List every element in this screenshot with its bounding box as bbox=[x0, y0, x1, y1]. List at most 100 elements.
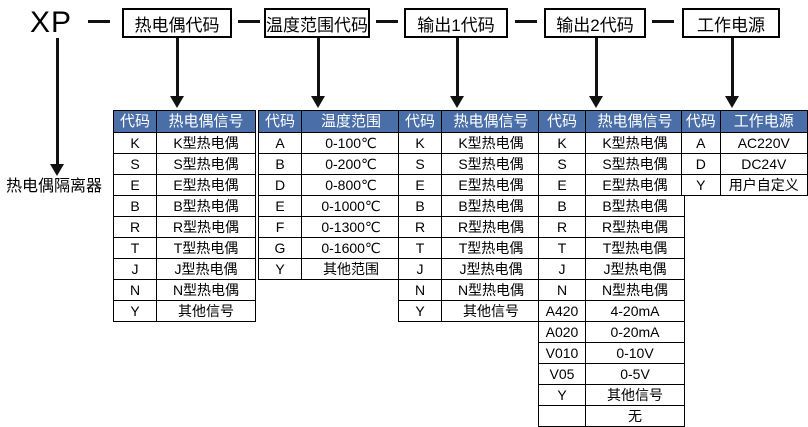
cell-code: B bbox=[398, 195, 442, 217]
cell-value: 其他信号 bbox=[156, 300, 256, 322]
cell-value: E型热电偶 bbox=[441, 174, 541, 196]
cell-code: N bbox=[398, 279, 442, 301]
arrowhead-prefix bbox=[50, 164, 64, 176]
column-header-value: 工作电源 bbox=[719, 110, 808, 133]
cell-code: K bbox=[113, 132, 157, 154]
cell-code: D bbox=[681, 153, 721, 175]
cell-value: 0-800℃ bbox=[301, 174, 401, 196]
cell-code: A bbox=[681, 132, 721, 154]
cell-value: T型热电偶 bbox=[441, 237, 541, 259]
cell-value: 其他范围 bbox=[301, 258, 401, 280]
cell-code: E bbox=[258, 195, 302, 217]
cell-code: V010 bbox=[538, 342, 586, 364]
table-header-row: 代码 温度范围 bbox=[258, 110, 401, 133]
cell-code: B bbox=[538, 195, 586, 217]
cell-value: N型热电偶 bbox=[585, 279, 685, 301]
cell-code: E bbox=[538, 174, 586, 196]
table-header-row: 代码 热电偶信号 bbox=[113, 110, 256, 133]
code-box-power-supply-label: 工作电源 bbox=[697, 15, 765, 35]
cell-code: E bbox=[113, 174, 157, 196]
cell-value: 其他信号 bbox=[441, 300, 541, 322]
cell-value: 0-5V bbox=[585, 363, 685, 385]
cell-value: R型热电偶 bbox=[441, 216, 541, 238]
cell-value: K型热电偶 bbox=[156, 132, 256, 154]
arrowhead-1 bbox=[170, 96, 184, 108]
cell-code: G bbox=[258, 237, 302, 259]
cell-code: J bbox=[538, 258, 586, 280]
code-box-power-supply[interactable]: 工作电源 bbox=[682, 8, 780, 38]
cell-value: T型热电偶 bbox=[585, 237, 685, 259]
column-header-value: 热电偶信号 bbox=[156, 110, 256, 133]
column-header-code: 代码 bbox=[398, 110, 442, 133]
cell-value: 0-10V bbox=[585, 342, 685, 364]
arrowhead-4 bbox=[589, 96, 603, 108]
cell-value: 0-200℃ bbox=[301, 153, 401, 175]
code-box-temperature-range[interactable]: 温度范围代码 bbox=[264, 8, 370, 38]
cell-code: R bbox=[113, 216, 157, 238]
code-box-output1[interactable]: 输出1代码 bbox=[404, 8, 508, 38]
column-header-value: 热电偶信号 bbox=[585, 110, 685, 133]
cell-code: D bbox=[258, 174, 302, 196]
connector-line-4 bbox=[595, 38, 598, 100]
cell-code: J bbox=[113, 258, 157, 280]
cell-code: B bbox=[258, 153, 302, 175]
column-header-code: 代码 bbox=[113, 110, 157, 133]
cell-code: A420 bbox=[538, 300, 586, 322]
arrowhead-3 bbox=[450, 96, 464, 108]
cell-code: Y bbox=[258, 258, 302, 280]
cell-value: J型热电偶 bbox=[156, 258, 256, 280]
cell-value: AC220V bbox=[719, 132, 808, 154]
separator-dash-1 bbox=[88, 20, 110, 23]
connector-line-5 bbox=[731, 38, 734, 100]
cell-code: N bbox=[113, 279, 157, 301]
connector-line-1 bbox=[176, 38, 179, 100]
cell-code: Y bbox=[113, 300, 157, 322]
code-box-thermocouple[interactable]: 热电偶代码 bbox=[122, 8, 232, 38]
cell-code: S bbox=[398, 153, 442, 175]
cell-code: N bbox=[538, 279, 586, 301]
cell-value: S型热电偶 bbox=[441, 153, 541, 175]
cell-value: B型热电偶 bbox=[441, 195, 541, 217]
cell-value: J型热电偶 bbox=[585, 258, 685, 280]
cell-value: E型热电偶 bbox=[156, 174, 256, 196]
cell-value: 用户自定义 bbox=[719, 174, 808, 196]
arrowhead-2 bbox=[311, 96, 325, 108]
cell-value: 0-1600℃ bbox=[301, 237, 401, 259]
cell-code bbox=[538, 405, 586, 427]
cell-value: 4-20mA bbox=[585, 300, 685, 322]
cell-code: S bbox=[113, 153, 157, 175]
cell-value: 0-100℃ bbox=[301, 132, 401, 154]
code-box-output2[interactable]: 输出2代码 bbox=[544, 8, 646, 38]
cell-value: 0-20mA bbox=[585, 321, 685, 343]
table-header-row: 代码 热电偶信号 bbox=[538, 110, 685, 133]
cell-code: K bbox=[538, 132, 586, 154]
